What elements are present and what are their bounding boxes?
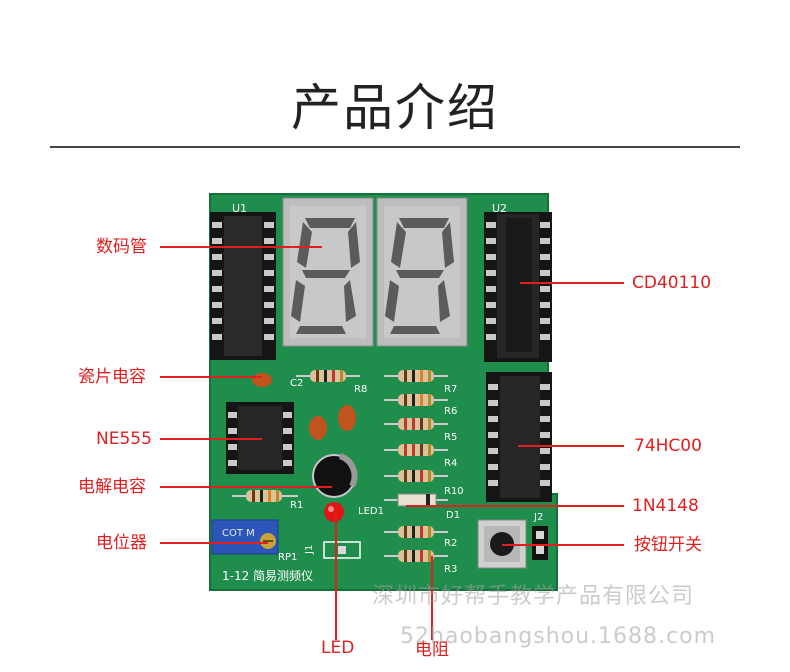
callout-74hc00: 74HC00 [634, 436, 702, 456]
seven-segment-display-left [282, 197, 374, 347]
silk-d1: D1 [446, 510, 460, 521]
silk-r4: R4 [444, 458, 457, 469]
resistor-r3 [384, 550, 448, 562]
callout-digit-tube: 数码管 [96, 237, 147, 257]
silk-r10: R10 [444, 486, 464, 497]
callout-lines [160, 246, 624, 640]
callout-diode-1n4148: 1N4148 [632, 496, 699, 516]
diode-d1 [384, 493, 448, 507]
resistor-r10 [384, 470, 448, 482]
ic-socket-u1 [210, 212, 276, 360]
connector-j1 [323, 541, 361, 559]
silk-led1: LED1 [358, 506, 384, 517]
resistor-r5 [384, 418, 448, 430]
callout-ne555: NE555 [96, 429, 152, 449]
electrolytic-capacitor [312, 453, 358, 498]
page-title: 产品介绍 [291, 79, 499, 137]
pot-marking: COT M [222, 528, 255, 539]
red-led [324, 502, 344, 522]
silk-c2: C2 [290, 378, 303, 389]
resistor-r8 [296, 370, 360, 382]
silk-r1: R1 [290, 500, 303, 511]
potentiometer-rp1: COT M [211, 519, 279, 555]
resistor-r7 [384, 370, 448, 382]
callout-cd40110: CD40110 [632, 273, 712, 293]
seven-segment-display-right [376, 197, 468, 347]
silk-j1: J1 [304, 545, 315, 555]
silk-r6: R6 [444, 406, 457, 417]
ceramic-capacitor-c2 [252, 373, 272, 387]
title-divider [50, 146, 740, 148]
silk-r2: R2 [444, 538, 457, 549]
silk-rp1: RP1 [278, 552, 297, 563]
resistor-r2 [384, 526, 448, 538]
watermark-company: 深圳市好帮手教学产品有限公司 [372, 584, 695, 609]
callout-led: LED [321, 638, 355, 658]
silk-r5: R5 [444, 432, 457, 443]
silk-j2: J2 [533, 512, 543, 523]
ceramic-capacitor [309, 416, 327, 440]
watermark-url: 52haobangshou.1688.com [400, 624, 717, 649]
ceramic-capacitor [338, 405, 356, 431]
callout-potentiometer: 电位器 [96, 533, 147, 553]
ic-74hc00 [486, 372, 552, 502]
silk-u2: U2 [492, 202, 507, 215]
ic-cd40110-u2 [484, 212, 552, 362]
callout-electrolytic-capacitor: 电解电容 [78, 477, 146, 497]
callout-ceramic-capacitor: 瓷片电容 [78, 367, 146, 387]
silk-u1: U1 [232, 202, 247, 215]
silk-r8: R8 [354, 384, 367, 395]
callout-push-button: 按钮开关 [634, 535, 702, 555]
silk-r7: R7 [444, 384, 457, 395]
silk-r3: R3 [444, 564, 457, 575]
resistor-r6 [384, 394, 448, 406]
resistor-r4 [384, 444, 448, 456]
callout-resistor: 电阻 [415, 640, 449, 660]
resistor-r1 [232, 490, 298, 502]
board-label: 1-12 简易测频仪 [222, 569, 313, 583]
